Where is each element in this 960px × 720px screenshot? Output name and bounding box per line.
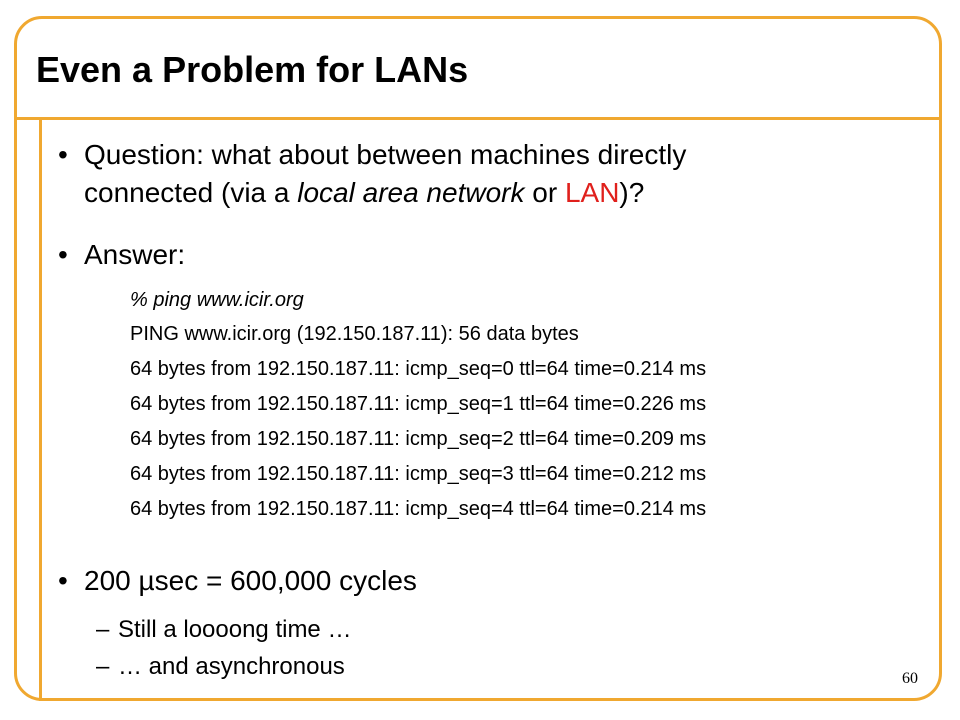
ping-command: % ping www.icir.org	[130, 288, 304, 312]
ping-command-text: % ping www.icir.org	[130, 289, 304, 311]
question-text-italic: local area network	[297, 177, 525, 208]
question-text-post: )?	[619, 177, 645, 208]
ping-output-line: 64 bytes from 192.150.187.11: icmp_seq=4…	[130, 498, 707, 520]
ping-output-line: PING www.icir.org (192.150.187.11): 56 d…	[130, 323, 579, 345]
sub-bullet-asynchronous: –… and asynchronous	[96, 652, 345, 682]
bullet-cycles: • 200 µsec = 600,000 cycles	[58, 562, 417, 600]
cycles-text: 200 µsec = 600,000 cycles	[84, 565, 417, 596]
title-divider	[14, 117, 942, 120]
bullet-question: • Question: what about between machines d…	[58, 136, 686, 174]
bullet-answer: • Answer:	[58, 236, 185, 274]
ping-output-line: 64 bytes from 192.150.187.11: icmp_seq=0…	[130, 358, 707, 380]
answer-text: Answer:	[84, 239, 186, 270]
bullet-dot: •	[58, 565, 68, 596]
bullet-dot: •	[58, 139, 68, 170]
question-text-line1: Question: what about between machines di…	[84, 139, 687, 170]
sub-bullet-text: Still a loooong time …	[118, 616, 352, 643]
left-margin-rule	[39, 117, 42, 701]
question-text-pre: connected (via a	[84, 177, 298, 208]
sub-bullet-dash: –	[96, 653, 110, 680]
sub-bullet-text: … and asynchronous	[118, 653, 345, 680]
lan-highlight: LAN	[564, 177, 620, 208]
bullet-dot: •	[58, 239, 68, 270]
question-text-mid: or	[524, 177, 565, 208]
slide-title: Even a Problem for LANs	[36, 49, 469, 90]
bullet-question-continuation: connected (via a local area network or L…	[58, 174, 644, 212]
sub-bullet-dash: –	[96, 616, 110, 643]
ping-output-line: 64 bytes from 192.150.187.11: icmp_seq=1…	[130, 393, 707, 415]
slide-frame	[14, 16, 942, 701]
ping-output-line: 64 bytes from 192.150.187.11: icmp_seq=3…	[130, 463, 707, 485]
sub-bullet-long-time: –Still a loooong time …	[96, 615, 351, 645]
page-number: 60	[902, 670, 918, 687]
ping-output-line: 64 bytes from 192.150.187.11: icmp_seq=2…	[130, 428, 707, 450]
